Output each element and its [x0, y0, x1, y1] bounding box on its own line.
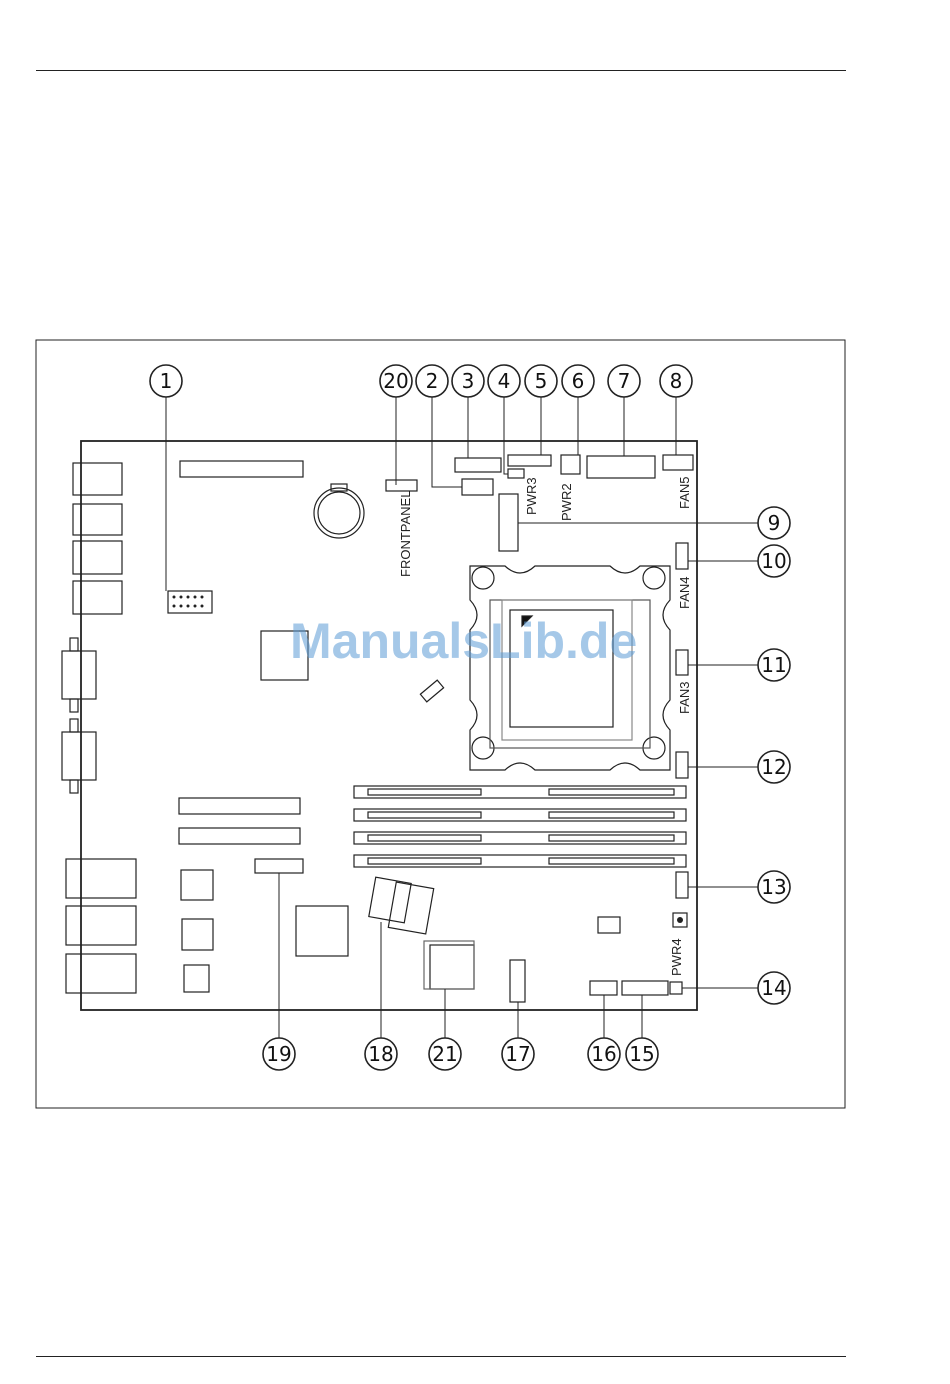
callout-number-13: 13	[761, 875, 786, 899]
header-small-mid	[598, 917, 620, 933]
watermark: ManualsLib.de	[290, 613, 637, 669]
callout-number-17: 17	[505, 1042, 530, 1066]
connector-16	[590, 981, 617, 995]
figure-frame	[36, 340, 845, 1108]
callout-number-10: 10	[761, 549, 786, 573]
connector-12	[676, 752, 688, 778]
callout-number-8: 8	[670, 369, 683, 393]
connector-3	[455, 458, 501, 472]
callout-number-7: 7	[618, 369, 631, 393]
pci-slot-2	[179, 798, 300, 814]
connector-6	[561, 455, 580, 474]
connector-5	[508, 455, 551, 466]
frontpanel-header	[386, 480, 417, 491]
label-pwr2: PWR2	[559, 483, 574, 521]
label-fan4: FAN4	[677, 576, 692, 609]
callout-number-1: 1	[160, 369, 173, 393]
callout-number-20: 20	[383, 369, 408, 393]
callout-number-2: 2	[426, 369, 439, 393]
connector-13	[676, 872, 688, 898]
connector-14	[670, 982, 682, 994]
dimm-slots	[354, 786, 686, 867]
callout-number-14: 14	[761, 976, 786, 1000]
chip-e	[296, 906, 348, 956]
label-frontpanel: FRONTPANEL	[398, 491, 413, 577]
callout-number-21: 21	[432, 1042, 457, 1066]
chip-b	[181, 870, 213, 900]
connector-10	[676, 543, 688, 569]
connector-15	[622, 981, 668, 995]
callout-number-15: 15	[629, 1042, 654, 1066]
callout-number-5: 5	[535, 369, 548, 393]
pci-slot-top	[180, 461, 303, 477]
callout-number-3: 3	[462, 369, 475, 393]
callout-number-12: 12	[761, 755, 786, 779]
callout-number-11: 11	[761, 653, 786, 677]
rear-io-ports	[62, 463, 136, 993]
battery	[314, 484, 364, 538]
callout-number-16: 16	[591, 1042, 616, 1066]
connector-9	[499, 494, 518, 551]
label-pwr4: PWR4	[669, 938, 684, 976]
connector-1	[168, 591, 212, 613]
connector-8	[663, 455, 693, 470]
chip-21-outline	[424, 941, 474, 989]
sata-17	[510, 960, 525, 1002]
chip-d	[184, 965, 209, 992]
connector-4	[508, 469, 524, 478]
pci-slot-3	[179, 828, 300, 844]
header-19	[255, 859, 303, 873]
label-pwr3: PWR3	[524, 477, 539, 515]
callout-number-4: 4	[498, 369, 511, 393]
callout-number-9: 9	[768, 511, 781, 535]
connector-7	[587, 456, 655, 478]
callout-number-19: 19	[266, 1042, 291, 1066]
label-fan3: FAN3	[677, 681, 692, 714]
chipset-18b	[388, 882, 433, 934]
chip-21	[430, 945, 474, 989]
small-header	[420, 680, 443, 702]
label-fan5: FAN5	[677, 476, 692, 509]
callout-number-6: 6	[572, 369, 585, 393]
callout-number-18: 18	[368, 1042, 393, 1066]
connector-11	[676, 650, 688, 675]
chip-c	[182, 919, 213, 950]
connector-2	[462, 479, 493, 495]
